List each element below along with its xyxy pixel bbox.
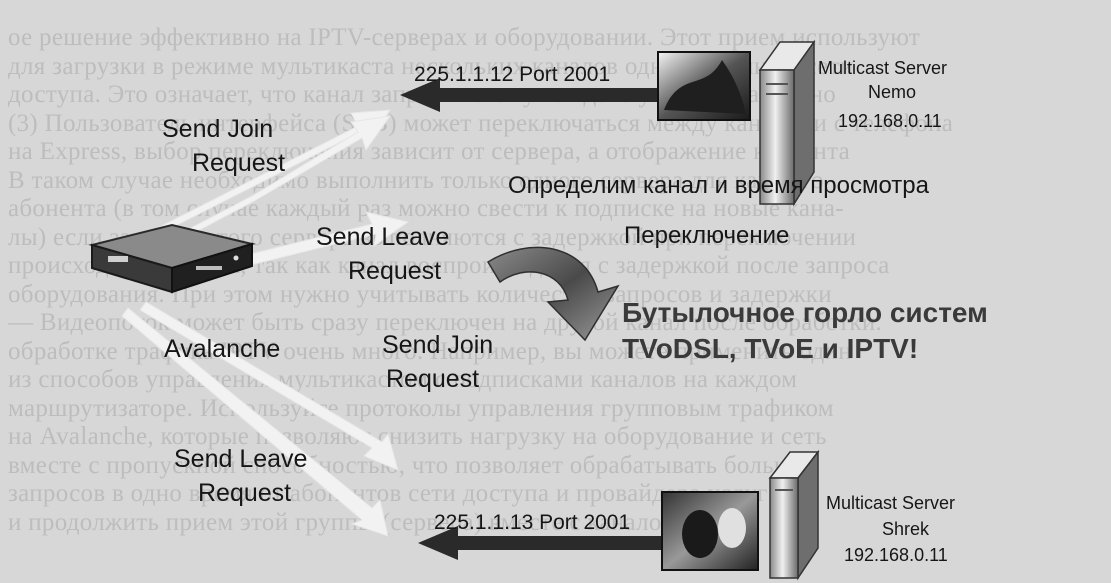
group-label-top: 225.1.1.12 Port 2001 <box>414 63 611 86</box>
group-label-bottom: 225.1.1.13 Port 2001 <box>434 511 631 534</box>
server-bottom-ip: 192.168.0.11 <box>844 545 948 565</box>
send-join-label-top-1: Send Join <box>162 115 274 143</box>
leave-arrow-bottom <box>121 307 389 537</box>
send-join-label-mid-2: Request <box>386 365 480 393</box>
join-arrow-bottom <box>139 301 399 471</box>
send-leave-label-mid-1: Send Leave <box>316 223 450 251</box>
request-arrows <box>109 109 410 537</box>
switching-note: Переключение <box>624 222 790 249</box>
stream-arrows <box>400 78 690 560</box>
server-top-name: Multicast Server <box>818 58 948 78</box>
send-leave-label-mid-2: Request <box>348 257 442 285</box>
send-leave-label-bottom-2: Request <box>198 479 292 507</box>
shrek-server-icon <box>768 449 820 581</box>
send-leave-label-bottom-1: Send Leave <box>174 445 308 473</box>
server-bottom-alias: Shrek <box>882 519 930 539</box>
avalanche-label: Avalanche <box>164 335 281 363</box>
stream-arrow-top <box>400 78 690 112</box>
nemo-media-icon <box>657 51 751 121</box>
send-join-label-mid-1: Send Join <box>382 331 494 359</box>
switch-curve-arrow <box>486 246 620 342</box>
server-bottom-name: Multicast Server <box>826 493 956 513</box>
stream-arrow-bottom <box>418 526 690 560</box>
send-join-label-top-2: Request <box>192 149 286 177</box>
nemo-server-icon <box>758 39 816 207</box>
bottleneck-note-1: Бутылочное горло систем <box>622 297 988 328</box>
shrek-media-icon <box>661 491 759 571</box>
channel-time-note: Определим канал и время просмотра <box>508 172 929 199</box>
stb-device <box>88 223 256 294</box>
server-top-alias: Nemo <box>868 82 917 102</box>
server-top-ip: 192.168.0.11 <box>838 111 942 131</box>
bottleneck-note-2: TVoDSL, TVoE и IPTV! <box>622 333 919 364</box>
